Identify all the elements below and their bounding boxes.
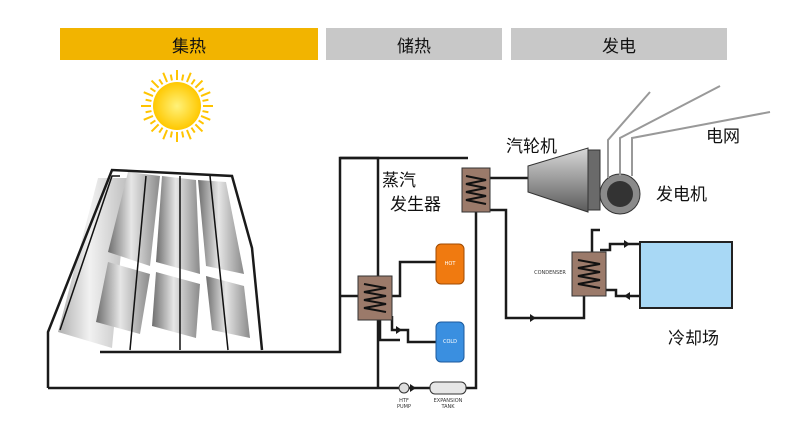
sun-ray — [143, 91, 154, 97]
expansion-tank-label-1: EXPANSION — [433, 398, 463, 404]
flow-arrows — [384, 240, 630, 392]
generator — [599, 173, 641, 215]
sun-ray — [150, 79, 160, 89]
condenser-label: CONDENSER — [534, 270, 566, 276]
sun-ray — [143, 115, 154, 121]
sun-ray — [198, 87, 205, 93]
sun-ray — [194, 123, 204, 133]
sun-ray — [202, 98, 209, 102]
sun-ray — [149, 119, 156, 125]
hot-tank-label: HOT — [444, 261, 456, 267]
expansion-tank-label-2: TANK — [441, 404, 455, 410]
cooling-pool — [639, 241, 733, 309]
stage-store-label: 储热 — [397, 36, 431, 57]
solar-collector-field — [58, 169, 250, 351]
cooling-field-label: 冷却场 — [668, 329, 719, 349]
stage-store-bar: 储热 — [326, 28, 502, 60]
sun-ray — [169, 74, 173, 81]
sun-ray — [169, 131, 173, 138]
grid-label: 电网 — [706, 127, 740, 147]
sun-ray — [158, 127, 164, 134]
sun-ray — [186, 72, 192, 83]
htf-pump — [398, 382, 410, 394]
sun-ray — [200, 91, 211, 97]
htf-pump-label-1: HTF — [399, 398, 409, 404]
sun-ray — [158, 78, 164, 85]
sun-ray — [162, 129, 168, 140]
sun-ray — [145, 110, 152, 114]
sun-ray — [162, 72, 168, 83]
steam-turbine — [527, 147, 601, 213]
htf-pump-label-2: PUMP — [396, 404, 411, 410]
sun-ray — [202, 110, 209, 114]
power-grid-lines — [607, 85, 771, 178]
steam-generator-label-1: 蒸汽 — [382, 171, 416, 191]
cold-tank-label: COLD — [442, 339, 458, 345]
sun-ray — [149, 87, 156, 93]
steam-generator-heat-exchanger — [461, 167, 491, 213]
sun-ray — [145, 98, 152, 102]
turbine-label: 汽轮机 — [506, 137, 557, 157]
sun-ray — [200, 115, 211, 121]
sun-ray — [194, 79, 204, 89]
sun-ray — [181, 131, 185, 138]
sun-ray — [150, 123, 160, 133]
sun-ray — [181, 74, 185, 81]
steam-generator-label-2: 发生器 — [390, 195, 441, 215]
sun-ray — [190, 127, 196, 134]
generator-label: 发电机 — [656, 185, 707, 205]
stage-collect-bar: 集热 — [60, 28, 318, 60]
sun-ray — [186, 129, 192, 140]
sun-ray — [198, 119, 205, 125]
storage-heat-exchanger — [357, 275, 393, 321]
expansion-tank — [429, 381, 467, 395]
cold-tank — [435, 321, 465, 363]
stage-power-label: 发电 — [602, 36, 636, 57]
stage-power-bar: 发电 — [511, 28, 727, 60]
sun-ray — [190, 78, 196, 85]
hot-tank — [435, 243, 465, 285]
stage-collect-label: 集热 — [172, 36, 206, 57]
condenser-heat-exchanger — [571, 251, 607, 297]
sun-icon — [141, 70, 213, 142]
